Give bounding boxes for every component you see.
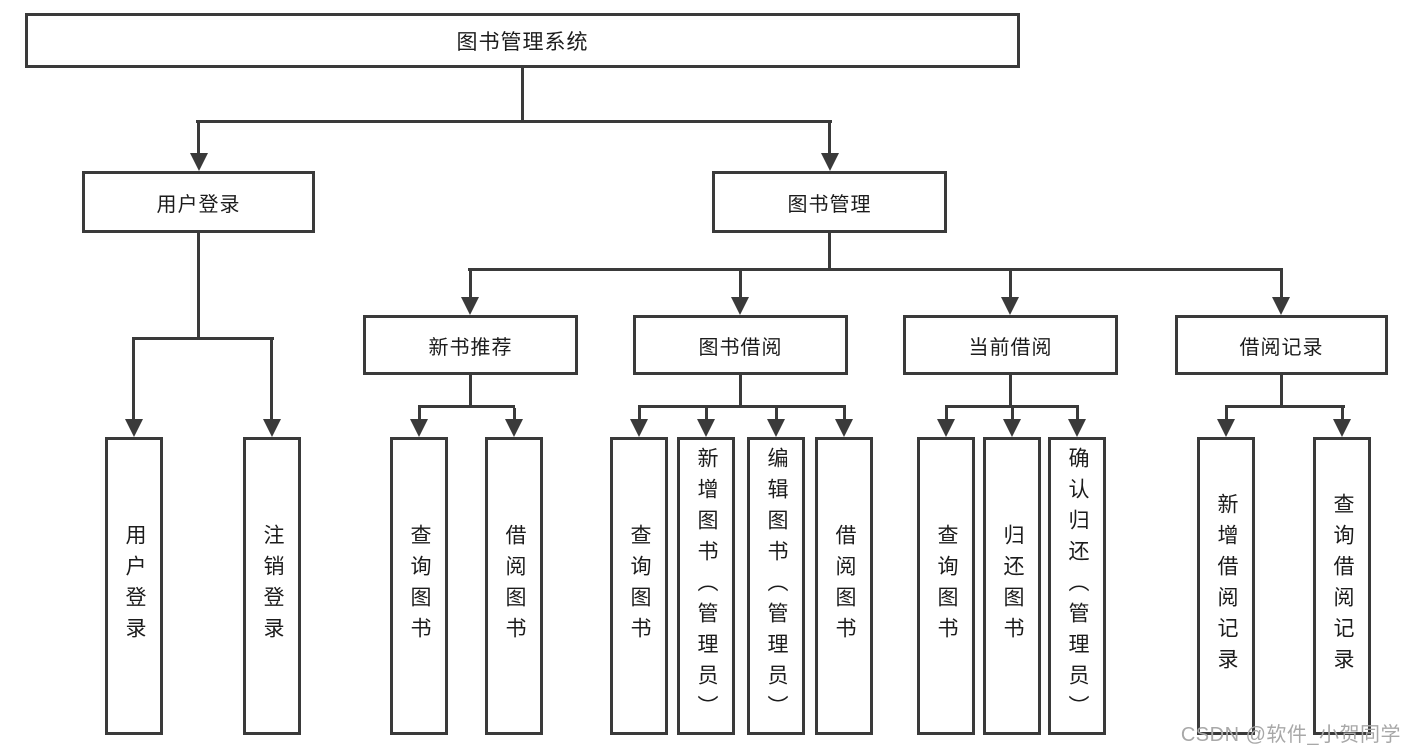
- edge-stub-leaf-user-login: [132, 340, 135, 419]
- edge-cb-stub-return: [1011, 408, 1014, 420]
- edge-user-login-hbar: [132, 337, 274, 340]
- edge-level3-hbar: [468, 268, 1283, 271]
- arrow-nbr-query-books: [410, 419, 428, 437]
- node-leaf-cb-query-books: 查询图书: [917, 437, 975, 735]
- node-book-management: 图书管理: [712, 171, 947, 233]
- node-leaf-logout: 注销登录: [243, 437, 301, 735]
- edge-stub-borrow-records: [1280, 271, 1283, 297]
- node-book-borrow: 图书借阅: [633, 315, 848, 375]
- edge-nbr-stub-borrow: [513, 408, 516, 420]
- edge-cb-trunk: [1009, 375, 1012, 408]
- edge-stub-book-management: [828, 121, 831, 154]
- node-borrow-records: 借阅记录: [1175, 315, 1388, 375]
- edge-stub-new-book-recommend: [469, 271, 472, 297]
- node-leaf-br-query-record: 查询借阅记录: [1313, 437, 1371, 735]
- arrow-new-book-recommend: [461, 297, 479, 315]
- edge-br-trunk: [1280, 375, 1283, 408]
- edge-br-stub-add: [1225, 408, 1228, 420]
- edge-nbr-trunk: [469, 375, 472, 408]
- edge-cb-hbar: [945, 405, 1079, 408]
- edge-bb-stub-edit: [775, 408, 778, 420]
- edge-root-trunk: [521, 68, 524, 123]
- edge-root-hbar: [196, 120, 832, 123]
- edge-stub-user-login: [197, 121, 200, 154]
- node-leaf-bb-edit-book-admin: 编辑图书（管理员）: [747, 437, 805, 735]
- arrow-bb-edit-book: [767, 419, 785, 437]
- arrow-cb-confirm-return: [1068, 419, 1086, 437]
- arrow-br-add-record: [1217, 419, 1235, 437]
- arrow-borrow-records: [1272, 297, 1290, 315]
- node-leaf-bb-query-books: 查询图书: [610, 437, 668, 735]
- arrow-cb-return-books: [1003, 419, 1021, 437]
- node-current-borrow: 当前借阅: [903, 315, 1118, 375]
- arrow-leaf-logout: [263, 419, 281, 437]
- node-leaf-cb-return-books: 归还图书: [983, 437, 1041, 735]
- node-leaf-user-login: 用户登录: [105, 437, 163, 735]
- edge-stub-leaf-logout: [270, 340, 273, 419]
- arrow-leaf-user-login: [125, 419, 143, 437]
- edge-bb-stub-query: [638, 408, 641, 420]
- arrow-current-borrow: [1001, 297, 1019, 315]
- arrow-user-login: [190, 153, 208, 171]
- edge-br-stub-query: [1341, 408, 1344, 420]
- arrow-bb-query-books: [630, 419, 648, 437]
- arrow-nbr-borrow-books: [505, 419, 523, 437]
- arrow-cb-query-books: [937, 419, 955, 437]
- edge-cb-stub-confirm: [1076, 408, 1079, 420]
- node-new-book-recommend: 新书推荐: [363, 315, 578, 375]
- edge-nbr-hbar: [418, 405, 515, 408]
- node-leaf-bb-add-book-admin: 新增图书（管理员）: [677, 437, 735, 735]
- arrow-book-management: [821, 153, 839, 171]
- arrow-book-borrow: [731, 297, 749, 315]
- edge-bb-stub-add: [705, 408, 708, 420]
- node-leaf-cb-confirm-return-admin: 确认归还（管理员）: [1048, 437, 1106, 735]
- arrow-bb-borrow-books: [835, 419, 853, 437]
- edge-nbr-stub-query: [418, 408, 421, 420]
- edge-bb-trunk: [739, 375, 742, 408]
- node-root: 图书管理系统: [25, 13, 1020, 68]
- edge-book-management-trunk: [828, 233, 831, 271]
- edge-cb-stub-query: [945, 408, 948, 420]
- edge-stub-current-borrow: [1009, 271, 1012, 297]
- node-leaf-bb-borrow-books: 借阅图书: [815, 437, 873, 735]
- watermark: CSDN @软件_小贺同学: [1180, 724, 1401, 746]
- edge-bb-hbar: [638, 405, 846, 408]
- edge-stub-book-borrow: [739, 271, 742, 297]
- node-leaf-nbr-borrow-books: 借阅图书: [485, 437, 543, 735]
- edge-user-login-trunk: [197, 233, 200, 340]
- node-user-login: 用户登录: [82, 171, 315, 233]
- edge-bb-stub-borrow: [843, 408, 846, 420]
- edge-br-hbar: [1225, 405, 1345, 408]
- arrow-br-query-record: [1333, 419, 1351, 437]
- node-leaf-br-add-record: 新增借阅记录: [1197, 437, 1255, 735]
- node-leaf-nbr-query-books: 查询图书: [390, 437, 448, 735]
- arrow-bb-add-book: [697, 419, 715, 437]
